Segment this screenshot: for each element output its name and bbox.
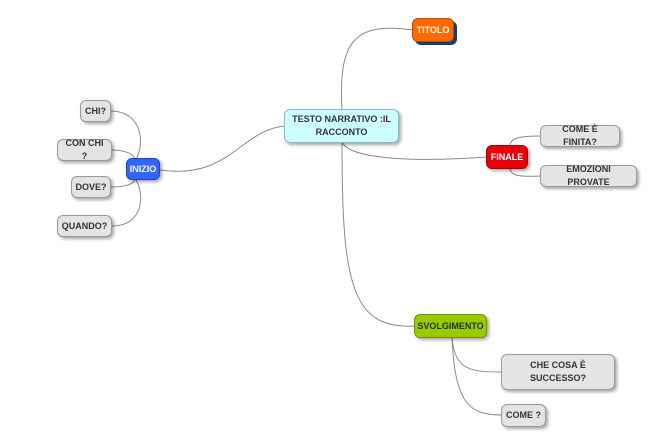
svolgimento-label: SVOLGIMENTO [417,320,484,331]
inizio-label: INIZIO [129,163,157,174]
leaf-label: COME ? [506,410,541,420]
link-central-finale [341,141,488,160]
titolo-label: TITOLO [416,24,450,35]
finale-child-come-finita[interactable]: COME È FINITA? [540,124,620,147]
link-finale-emozioni [509,167,542,177]
inizio-child-quando[interactable]: QUANDO? [57,215,112,237]
titolo-node[interactable]: TITOLO [412,18,454,42]
finale-child-emozioni[interactable]: EMOZIONI PROVATE [540,164,637,187]
central-topic-node[interactable]: TESTO NARRATIVO :IL RACCONTO [284,109,399,143]
leaf-label: EMOZIONI PROVATE [566,164,611,187]
leaf-label: COME È FINITA? [562,124,598,147]
inizio-child-dove[interactable]: DOVE? [71,176,111,198]
svolgimento-node[interactable]: SVOLGIMENTO [414,314,487,338]
finale-label: FINALE [490,151,524,162]
leaf-label: DOVE? [75,181,107,192]
leaf-label: CON CHI ? [65,138,104,161]
leaf-label: QUANDO? [61,220,108,231]
link-central-svolgimento [341,141,416,327]
svolgimento-child-che-cosa[interactable]: CHE COSA È SUCCESSO? [501,354,615,390]
inizio-child-con-chi[interactable]: CON CHI ? [57,138,112,161]
finale-node[interactable]: FINALE [486,145,528,169]
central-topic-label: TESTO NARRATIVO :IL RACCONTO [292,114,391,137]
link-central-inizio [159,125,286,172]
link-central-titolo [340,27,414,111]
inizio-child-chi[interactable]: CHI? [80,100,111,122]
leaf-label: CHI? [85,105,106,116]
svolgimento-child-come[interactable]: COME ? [501,404,546,427]
inizio-node[interactable]: INIZIO [126,158,160,180]
link-svolg-come [451,337,503,416]
leaf-label: CHE COSA È SUCCESSO? [529,360,586,383]
link-svolg-checosa [451,337,503,373]
